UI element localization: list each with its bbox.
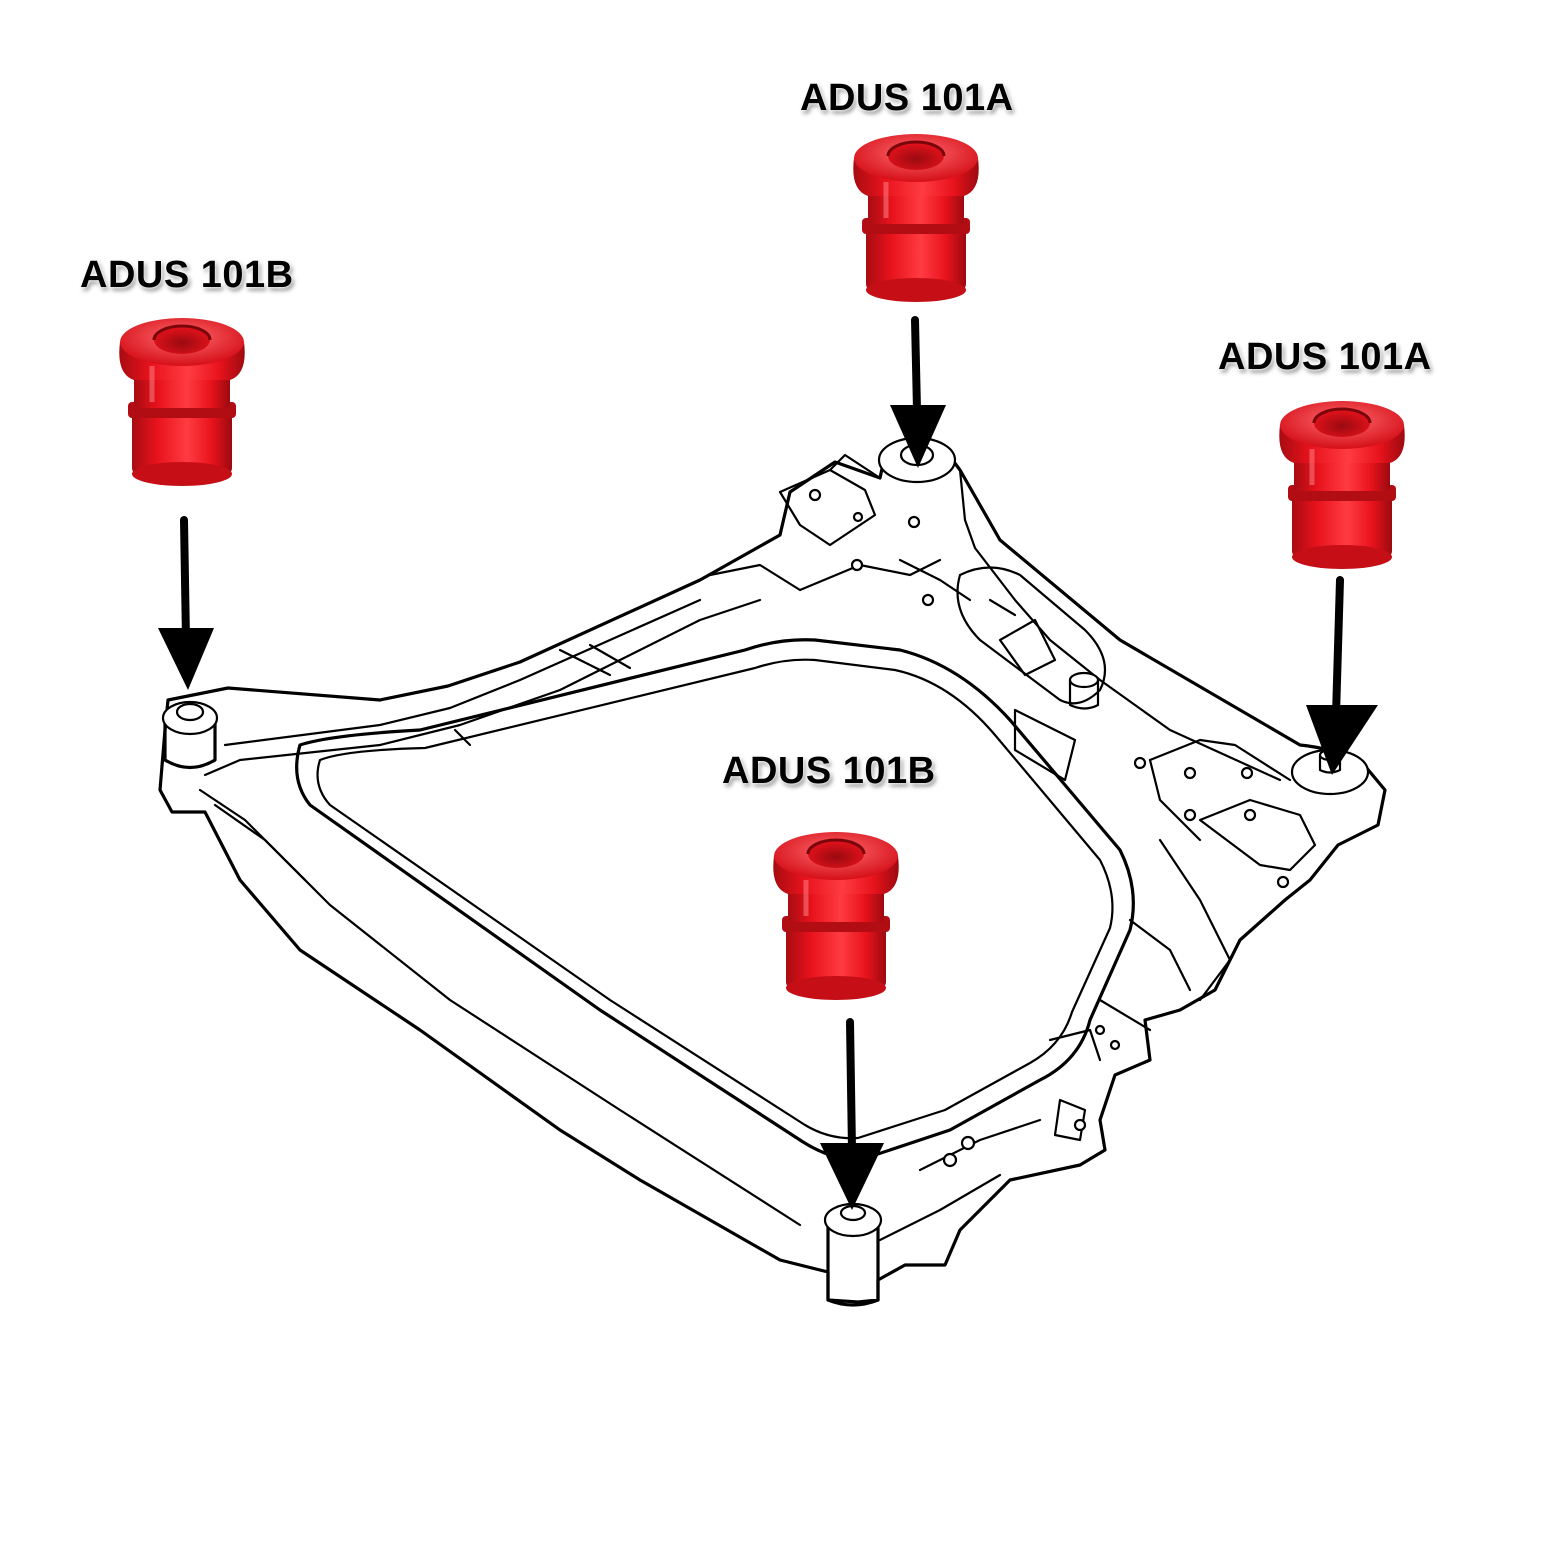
bushing-front-left bbox=[119, 318, 244, 486]
subframe-outline bbox=[158, 436, 1387, 1307]
arrow-front-left bbox=[158, 516, 214, 690]
arrow-rear-left bbox=[890, 316, 946, 468]
arrows bbox=[158, 316, 1378, 1210]
label-front-left: ADUS 101B bbox=[80, 254, 294, 296]
label-rear-right: ADUS 101A bbox=[1218, 336, 1432, 378]
label-front-center: ADUS 101B bbox=[722, 750, 936, 792]
label-rear-left: ADUS 101A bbox=[800, 77, 1014, 119]
arrow-front-center bbox=[820, 1018, 884, 1210]
arrow-rear-right bbox=[1306, 576, 1378, 775]
bushing-rear-right bbox=[1279, 401, 1404, 569]
bushing-rear-left bbox=[853, 134, 978, 302]
socket-front-left bbox=[161, 700, 219, 770]
socket-front-center bbox=[823, 1202, 883, 1307]
bushing-front-center bbox=[773, 832, 898, 1000]
